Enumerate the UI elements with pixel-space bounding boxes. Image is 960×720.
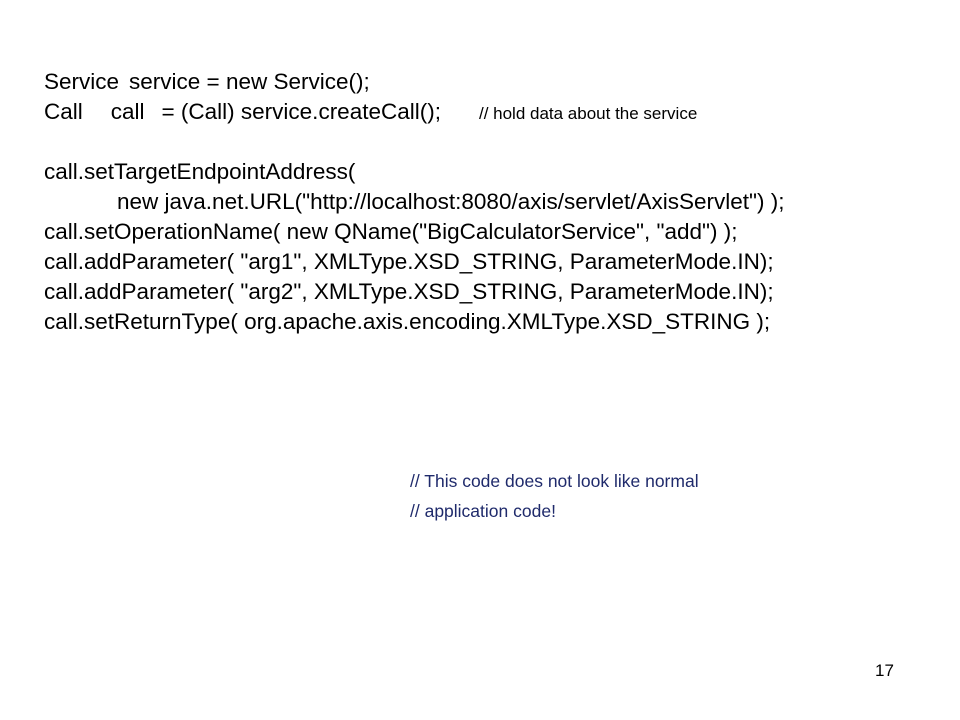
code-line-set-return: call.setReturnType( org.apache.axis.enco… [44,309,771,334]
type-call: Call [44,99,83,124]
code-line-service-decl: Service service = new Service(); [44,67,944,97]
note-line-2: // application code! [410,501,556,521]
call-expr: = (Call) service.createCall(); [161,99,441,124]
code-line-new-url: new java.net.URL("http://localhost:8080/… [117,189,785,214]
service-decl: service = new Service(); [129,69,370,94]
code-line-add-param-2: call.addParameter( "arg2", XMLType.XSD_S… [44,279,774,304]
var-call: call [110,99,145,124]
type-service: Service [44,69,120,94]
note-line-1: // This code does not look like normal [410,471,699,491]
code-line-call-decl: Call call = (Call) service.createCall(); //… [44,97,944,127]
code-line-set-operation: call.setOperationName( new QName("BigCal… [44,219,738,244]
blank-line [44,127,944,157]
inline-comment: // hold data about the service [478,104,698,123]
page-number: 17 [875,661,894,680]
code-line-set-target: call.setTargetEndpointAddress( [44,159,356,184]
code-line-add-param-1: call.addParameter( "arg1", XMLType.XSD_S… [44,249,774,274]
code-block: Service service = new Service(); Call call… [44,67,944,337]
note-comment: // This code does not look like normal //… [410,466,699,526]
